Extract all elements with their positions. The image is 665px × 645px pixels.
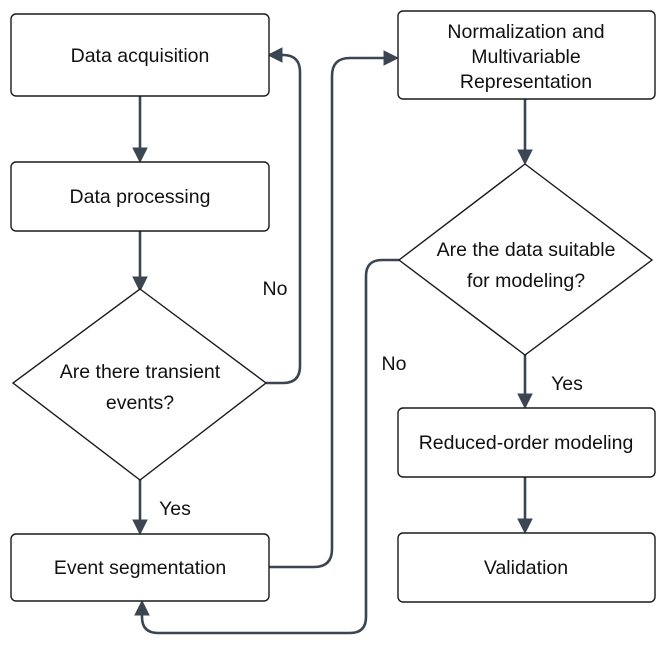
node-event-segmentation-label: Event segmentation: [54, 557, 226, 579]
arrow-transient-no-to-acquisition: [266, 47, 302, 385]
edge-label-suitable-no: No: [382, 353, 407, 375]
node-normalization-line-2: Multivariable: [471, 46, 580, 68]
node-reduced-order-modeling-label: Reduced-order modeling: [419, 432, 634, 454]
node-data-acquisition-label: Data acquisition: [71, 45, 210, 67]
node-normalization-line-3: Representation: [460, 71, 592, 93]
decision-data-suitable-line-2: for modeling?: [467, 270, 585, 292]
edge-label-transient-yes: Yes: [159, 498, 191, 520]
edge-label-suitable-yes: Yes: [551, 373, 583, 395]
node-reduced-order-modeling: Reduced-order modeling: [397, 407, 656, 478]
decision-transient-events-line-2: events?: [106, 392, 174, 414]
node-data-acquisition: Data acquisition: [10, 13, 270, 97]
decision-transient-events: Are there transient events?: [11, 288, 268, 481]
node-validation-label: Validation: [484, 557, 568, 579]
node-event-segmentation: Event segmentation: [10, 533, 270, 602]
node-validation: Validation: [397, 532, 656, 603]
node-data-processing: Data processing: [10, 161, 270, 232]
node-normalization: Normalization and Multivariable Represen…: [397, 10, 656, 100]
decision-transient-events-line-1: Are there transient: [60, 361, 221, 383]
node-data-processing-label: Data processing: [70, 186, 211, 208]
decision-data-suitable-line-1: Are the data suitable: [437, 239, 616, 261]
decision-data-suitable: Are the data suitable for modeling?: [397, 163, 654, 356]
edge-label-transient-no: No: [263, 278, 288, 300]
node-normalization-line-1: Normalization and: [447, 21, 604, 43]
arrow-segmentation-to-normalization: [269, 50, 400, 569]
arrow-suitable-no-to-segmentation: [134, 258, 399, 635]
